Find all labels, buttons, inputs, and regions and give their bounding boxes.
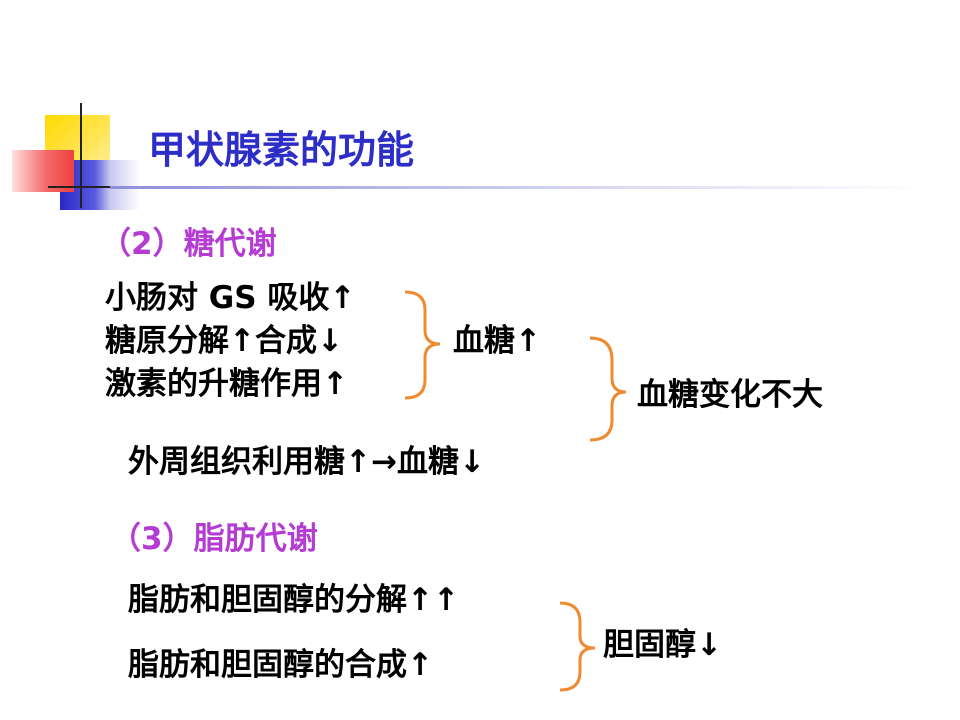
brace-fat [559, 601, 596, 692]
deco-vertical-line [80, 103, 82, 208]
fat-result-cholesterol: 胆固醇↓ [603, 627, 722, 663]
sugar-section-heading: （2）糖代谢 [100, 226, 277, 262]
sugar-line-intestine: 小肠对 GS 吸收↑ [105, 280, 356, 316]
fat-line-synthesis: 脂肪和胆固醇的合成↑ [128, 647, 433, 683]
fat-section-heading: （3）脂肪代谢 [110, 521, 318, 557]
page-title: 甲状腺素的功能 [148, 128, 415, 172]
deco-horizontal-line [48, 186, 128, 188]
sugar-result-blood-sugar-up: 血糖↑ [453, 323, 541, 359]
sugar-overall-result: 血糖变化不大 [637, 377, 823, 413]
brace-sugar-inner [404, 290, 441, 400]
sugar-line-peripheral: 外周组织利用糖↑→血糖↓ [128, 444, 485, 480]
slide-decoration [0, 0, 140, 220]
sugar-line-glycogen: 糖原分解↑合成↓ [105, 323, 343, 359]
deco-red-bar [12, 150, 74, 192]
brace-sugar-outer [589, 336, 627, 442]
title-underline [110, 186, 930, 189]
deco-blue-fade [110, 160, 140, 210]
sugar-line-hormone: 激素的升糖作用↑ [105, 366, 348, 402]
fat-line-breakdown: 脂肪和胆固醇的分解↑↑ [128, 582, 459, 618]
